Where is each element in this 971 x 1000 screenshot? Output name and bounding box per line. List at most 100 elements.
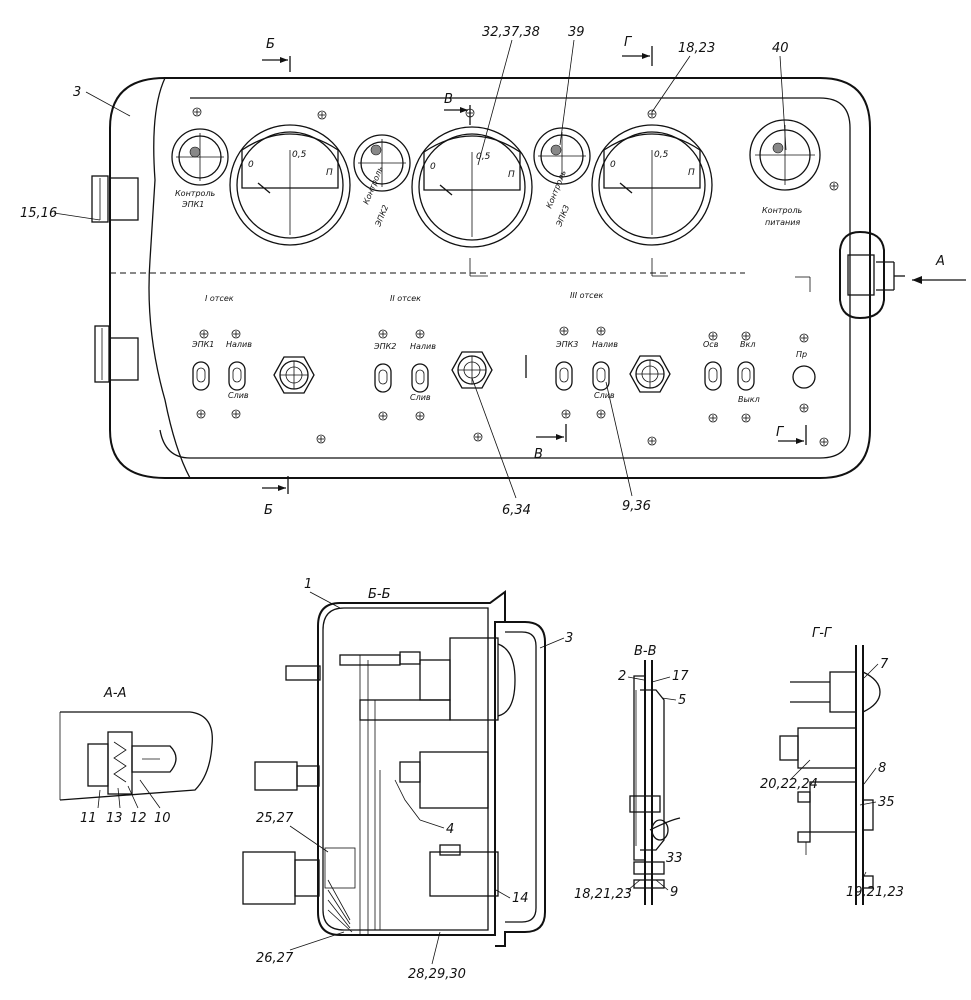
compartment-3-label: III отсек <box>570 291 603 300</box>
view-aa-part-13: 13 <box>106 811 123 826</box>
view-aa-part-10: 10 <box>154 811 171 826</box>
section-g-top: Г <box>622 35 653 66</box>
screw-icon <box>192 107 202 117</box>
label-vkl: Вкл <box>740 340 755 349</box>
hinge-top <box>91 175 139 223</box>
compartment-1-label: I отсек <box>205 294 234 303</box>
screw-icon <box>647 109 657 119</box>
label-epk3: ЭПК3 <box>555 340 578 349</box>
screw-icon <box>561 409 571 419</box>
section-v-bottom: В <box>534 424 567 462</box>
section-v-top: В <box>444 92 471 125</box>
pr-button <box>792 365 816 389</box>
view-vv: В-В 2 17 5 33 18,21,23 9 <box>574 644 689 905</box>
gauge-1: 0 0,5 П <box>229 124 351 246</box>
gauge-1-full: П <box>326 168 333 178</box>
screw-icon <box>199 329 209 339</box>
label-pr: Пр <box>796 350 807 359</box>
mark-g-top: Г <box>624 35 633 50</box>
cover-edge <box>148 77 191 479</box>
screw-icon <box>741 331 751 341</box>
screw-icon <box>196 409 206 419</box>
screw-icon <box>708 413 718 423</box>
gauge-3-full: П <box>688 168 695 178</box>
mark-b-top: Б <box>266 37 275 52</box>
view-gg-part-35: 35 <box>878 795 895 810</box>
label-epk2: ЭПК2 <box>373 342 396 351</box>
screw-icon <box>415 411 425 421</box>
gauge-2-full: П <box>508 170 515 180</box>
view-bb-title: Б-Б <box>368 587 391 602</box>
lamp-label-4b: питания <box>765 218 800 227</box>
screw-icon <box>415 329 425 339</box>
mark-v-top: В <box>444 92 453 107</box>
screw-icon <box>647 436 657 446</box>
gauge-3: 0 0,5 П <box>591 124 713 246</box>
label-sliv-2: Слив <box>410 393 431 402</box>
section-g-bottom: Г <box>776 425 807 445</box>
view-vv-part-5: 5 <box>678 693 686 708</box>
callout-6-34: 6,34 <box>502 503 531 518</box>
valve-nut-2 <box>451 351 493 389</box>
callout-3: 3 <box>73 85 81 100</box>
toggle-switches <box>192 361 755 393</box>
label-sliv-3: Слив <box>594 391 615 400</box>
valve-nut-3 <box>629 355 671 393</box>
lamp-label-2b: ЭПК2 <box>373 204 390 229</box>
screw-icon <box>829 181 839 191</box>
gauge-2: 0 0,5 П <box>411 126 533 248</box>
panel-screws <box>192 107 839 447</box>
view-bb-part-25-27: 25,27 <box>256 811 294 826</box>
view-vv-part-2: 2 <box>618 669 626 684</box>
view-vv-title: В-В <box>634 644 657 659</box>
section-a-arrow: А <box>912 254 966 284</box>
inner-panel-outline <box>159 97 851 459</box>
lamp-label-3a: Контроль <box>545 169 569 210</box>
toggle-switch-icon <box>228 361 246 391</box>
view-bb-part-26-27: 26,27 <box>256 951 294 966</box>
mark-a: А <box>935 254 945 269</box>
screw-icon <box>819 437 829 447</box>
view-bb-part-1: 1 <box>304 577 312 592</box>
screw-icon <box>799 333 809 343</box>
section-b-top: Б <box>262 37 291 72</box>
label-osv: Осв <box>703 340 719 349</box>
toggle-switch-icon <box>592 361 610 391</box>
view-gg-part-19-21-23: 19,21,23 <box>846 885 904 900</box>
toggle-switch-icon <box>411 363 429 393</box>
compartment-2-label: II отсек <box>390 294 421 303</box>
front-panel-view: Контроль ЭПК1 Контроль ЭПК2 Контроль ЭПК… <box>20 25 966 518</box>
label-naliv-3: Налив <box>592 340 618 349</box>
callout-9-36: 9,36 <box>622 499 651 514</box>
lamp-label-4a: Контроль <box>762 206 803 215</box>
screw-icon <box>799 403 809 413</box>
hinge-bottom <box>94 325 139 383</box>
callout-39: 39 <box>568 25 585 40</box>
gauge-1-zero: 0 <box>248 160 254 170</box>
label-naliv-1: Налив <box>226 340 252 349</box>
section-b-bottom: Б <box>262 476 289 518</box>
label-sliv-1: Слив <box>228 391 249 400</box>
screw-icon <box>231 409 241 419</box>
view-gg: Г-Г 7 20,22,24 8 35 19,21,23 <box>760 626 904 905</box>
valve-nut-1 <box>273 356 315 394</box>
view-vv-part-18-21-23: 18,21,23 <box>574 887 632 902</box>
callouts-top: 3 15,16 32,37,38 39 18,23 40 6,34 9,36 <box>20 25 789 518</box>
mark-g-bottom: Г <box>776 425 785 440</box>
view-gg-part-20-22-24: 20,22,24 <box>760 777 818 792</box>
lamp-label-3b: ЭПК3 <box>554 204 571 229</box>
view-aa-part-12: 12 <box>130 811 147 826</box>
view-gg-part-8: 8 <box>878 761 886 776</box>
screw-icon <box>741 413 751 423</box>
lamp-label-1b: ЭПК1 <box>181 200 204 209</box>
callout-40: 40 <box>772 41 789 56</box>
callout-15-16: 15,16 <box>20 206 57 221</box>
toggle-switch-icon <box>192 361 210 391</box>
gauge-1-half: 0,5 <box>292 150 307 160</box>
lamp-label-1a: Контроль <box>175 189 216 198</box>
view-bb-part-28-29-30: 28,29,30 <box>408 967 466 982</box>
view-aa-part-11: 11 <box>80 811 97 826</box>
toggle-switch-icon <box>737 361 755 391</box>
label-naliv-2: Налив <box>410 342 436 351</box>
label-epk1: ЭПК1 <box>191 340 214 349</box>
